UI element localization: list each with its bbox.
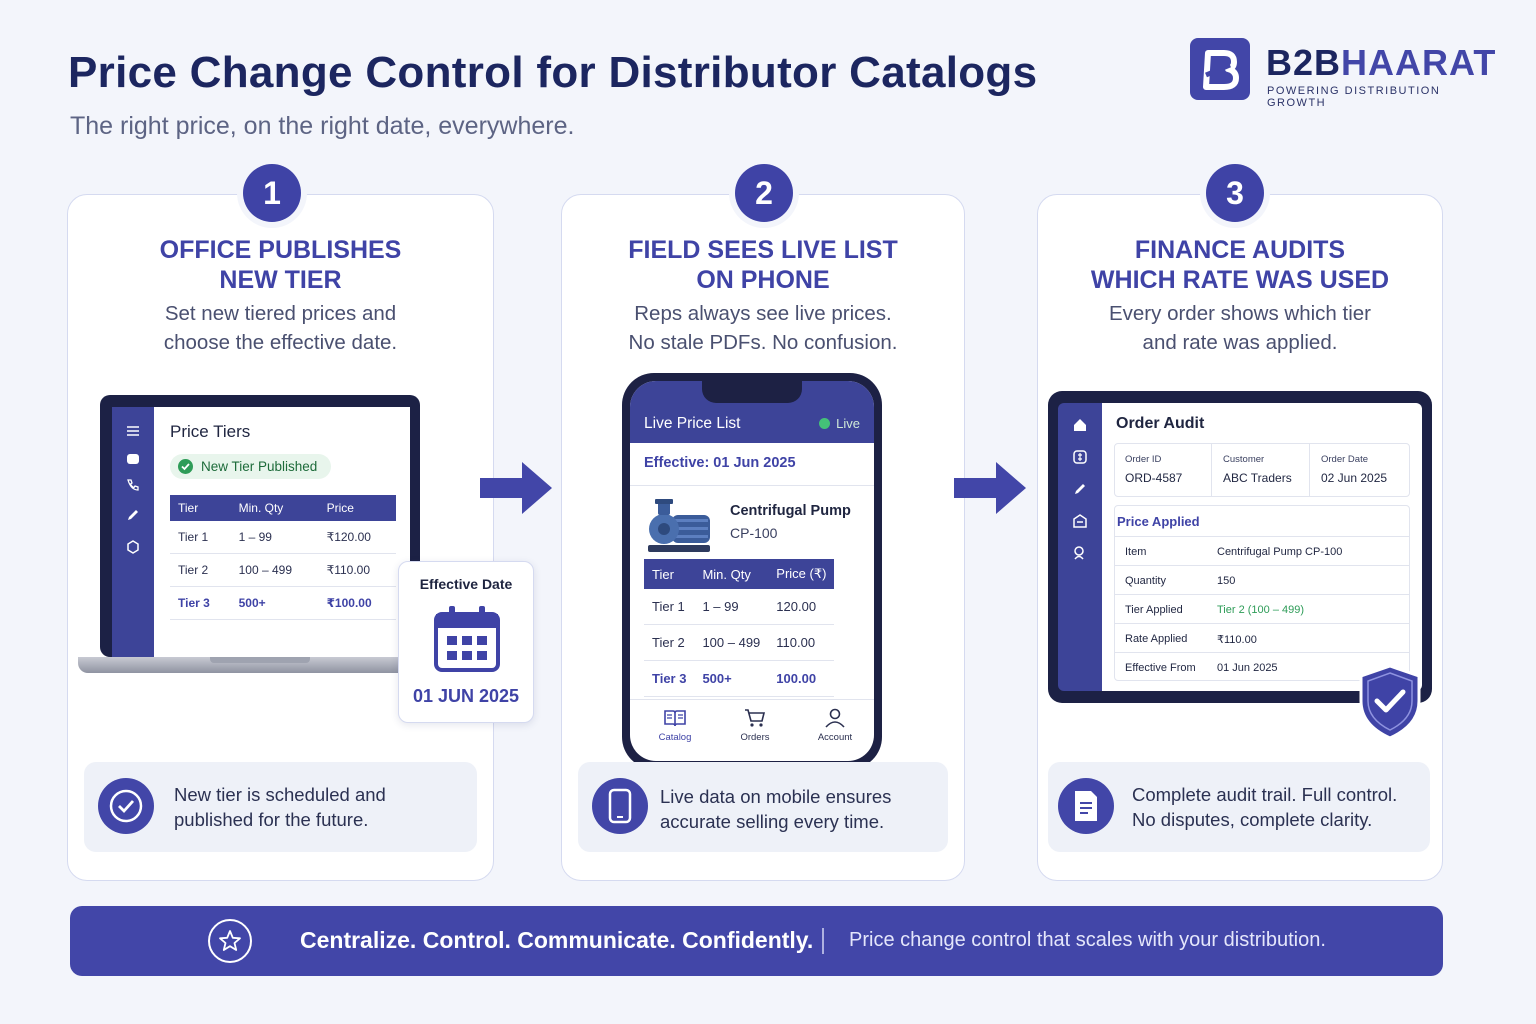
arrow-right-icon [954,462,1026,514]
book-icon [664,710,686,727]
pump-icon [648,499,710,552]
tablet-sidebar [1058,403,1102,691]
user-icon [825,708,845,728]
banner-headline: Centralize. Control. Communicate. Confid… [300,927,814,953]
menu-icon[interactable] [125,423,141,439]
phone-icon [592,778,648,834]
order-audit-heading: Order Audit [1116,415,1205,432]
dollar-icon[interactable] [1072,449,1088,465]
list-item: Rate Applied₹110.00 [1115,623,1409,652]
bank-icon[interactable] [1072,513,1088,529]
phone-bottom-nav: Catalog Orders Account [630,699,874,761]
footer-banner: Centralize. Control. Communicate. Confid… [70,906,1443,976]
edit-icon[interactable] [1072,481,1088,497]
settings-icon[interactable] [125,539,141,555]
product-item[interactable]: Centrifugal Pump CP-100 [644,489,864,561]
home-icon[interactable] [1072,417,1088,433]
page-title: Price Change Control for Distributor Cat… [68,48,1038,97]
tier-published-badge: New Tier Published [170,454,332,479]
effective-date-label: Effective: 01 Jun 2025 [644,455,796,471]
b-logo-icon [1190,38,1250,100]
check-icon [178,459,193,474]
banner-tagline: Price change control that scales with yo… [849,929,1326,951]
nav-catalog[interactable]: Catalog [640,708,710,743]
step-note: Complete audit trail. Full control.No di… [1048,762,1430,852]
live-indicator: Live [819,416,860,431]
star-icon [208,919,252,963]
brand-tagline: POWERING DISTRIBUTION GROWTH [1267,85,1441,109]
effective-date-card: Effective Date 01 JUN 2025 [398,561,534,723]
shield-check-icon [1359,664,1421,740]
step-number-badge: 3 [1206,164,1264,222]
nav-account[interactable]: Account [800,708,870,743]
arrow-right-icon [480,462,552,514]
phone-mockup: Live Price List Live Effective: 01 Jun 2… [622,373,882,769]
edit-icon[interactable] [125,507,141,523]
step-description: Reps always see live prices.No stale PDF… [628,302,898,354]
nav-orders[interactable]: Orders [720,708,790,743]
brand-logo: B2BHAARAT POWERING DISTRIBUTION GROWTH [1190,38,1500,109]
laptop-base [78,657,446,673]
step-number-badge: 1 [243,164,301,222]
laptop-sidebar [112,407,154,657]
page-subtitle: The right price, on the right date, ever… [70,112,575,140]
search-user-icon[interactable] [1072,545,1088,561]
calendar-icon [434,606,500,672]
brand-name: B2BHAARAT [1266,42,1497,83]
document-icon [1058,778,1114,834]
price-tiers-heading: Price Tiers [170,422,251,441]
chat-icon[interactable] [125,451,141,467]
step-number-badge: 2 [735,164,793,222]
cart-icon [745,709,766,727]
check-circle-icon [98,778,154,834]
phone-call-icon[interactable] [125,477,141,493]
